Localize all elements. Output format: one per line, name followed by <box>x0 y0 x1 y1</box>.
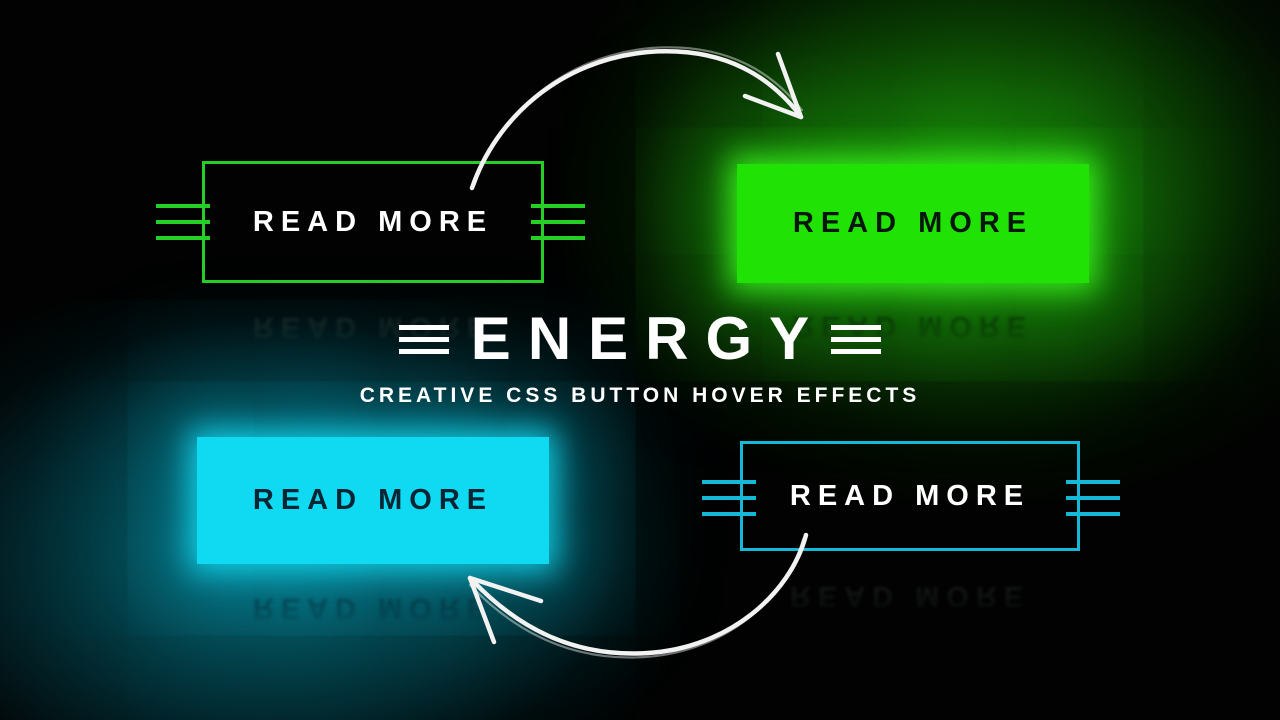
read-more-button-green-hover[interactable]: READ MORE <box>737 164 1089 283</box>
reflection-bottom-left-button: READ MORE <box>197 576 549 640</box>
page-subtitle: CREATIVE CSS BUTTON HOVER EFFECTS <box>359 384 921 407</box>
reflection-bottom-right-button: READ MORE <box>740 564 1080 628</box>
title-lines-left-icon <box>398 324 449 354</box>
read-more-button-cyan-hover[interactable]: READ MORE <box>197 437 549 564</box>
read-more-button-cyan-default[interactable]: READ MORE <box>740 441 1080 551</box>
button-label: READ MORE <box>792 207 1034 239</box>
title-lines-right-icon <box>831 324 882 354</box>
reflection-label: READ MORE <box>789 580 1031 613</box>
button-label: READ MORE <box>789 479 1031 512</box>
title-block: ENERGY CREATIVE CSS BUTTON HOVER EFFECTS <box>0 306 1280 408</box>
button-label: READ MORE <box>252 484 494 516</box>
reflection-label: READ MORE <box>252 592 494 625</box>
read-more-button-green-default[interactable]: READ MORE <box>202 161 544 283</box>
page-title: ENERGY <box>470 305 827 372</box>
title-row: ENERGY <box>0 306 1280 372</box>
button-label: READ MORE <box>252 205 494 238</box>
